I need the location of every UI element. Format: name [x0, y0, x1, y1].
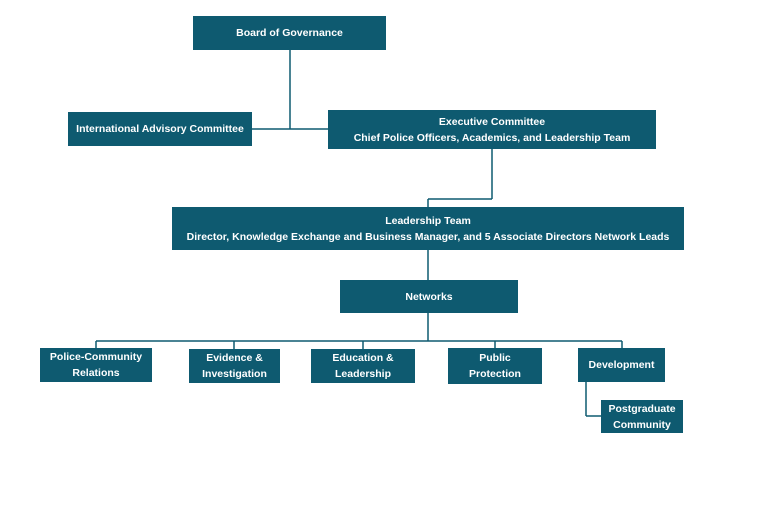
executive-subtitle: Chief Police Officers, Academics, and Le… [353, 131, 631, 144]
police-community-relations-node: Police-Community Relations [40, 348, 152, 382]
education-line2: Leadership [334, 368, 392, 380]
international-advisory-committee-node: International Advisory Committee [68, 112, 252, 146]
postgraduate-community-node: Postgraduate Community [601, 400, 683, 433]
evidence-line2: Investigation [202, 368, 267, 380]
police-community-line2: Relations [72, 367, 120, 379]
development-label: Development [588, 359, 655, 371]
evidence-line1: Evidence & [206, 352, 263, 364]
postgraduate-line2: Community [613, 418, 671, 431]
public-protection-node: Public Protection [448, 348, 542, 384]
leadership-team-node: Leadership Team Director, Knowledge Exch… [172, 207, 684, 250]
development-node: Development [578, 348, 665, 382]
leadership-subtitle: Director, Knowledge Exchange and Busines… [186, 230, 670, 243]
networks-node: Networks [340, 280, 518, 313]
board-of-governance-node: Board of Governance [193, 16, 386, 50]
evidence-investigation-node: Evidence & Investigation [189, 349, 280, 383]
executive-committee-node: Executive Committee Chief Police Officer… [328, 110, 656, 149]
networks-label: Networks [405, 290, 453, 303]
police-community-line1: Police-Community [49, 351, 143, 363]
leadership-title: Leadership Team [385, 214, 471, 227]
public-protection-line2: Protection [469, 368, 521, 380]
advisory-label: International Advisory Committee [76, 123, 244, 135]
education-line1: Education & [332, 352, 394, 364]
board-label: Board of Governance [236, 27, 343, 39]
education-leadership-node: Education & Leadership [311, 349, 415, 383]
postgraduate-line1: Postgraduate [608, 402, 676, 415]
public-protection-line1: Public [479, 352, 511, 364]
executive-title: Executive Committee [438, 115, 546, 128]
